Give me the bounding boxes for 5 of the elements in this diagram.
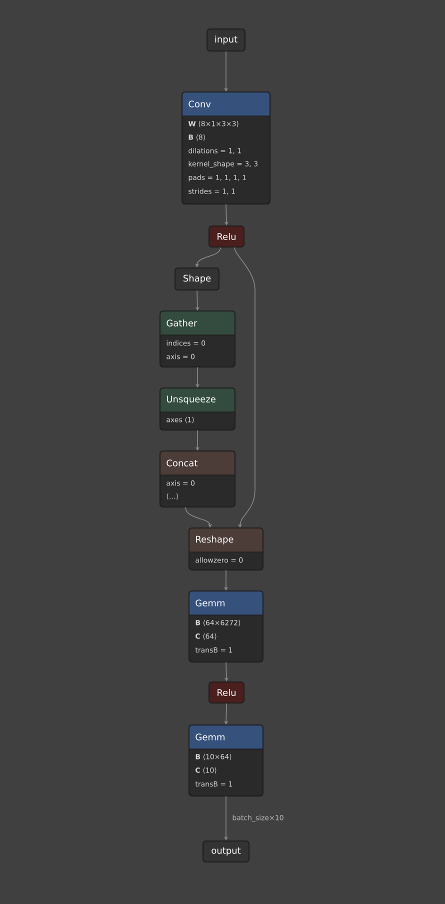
op-box: Relu (208, 682, 244, 704)
io-box: input (206, 28, 246, 52)
io-box: Shape (174, 268, 220, 290)
io-box: output (202, 840, 250, 862)
op-box: Relu (208, 226, 244, 248)
